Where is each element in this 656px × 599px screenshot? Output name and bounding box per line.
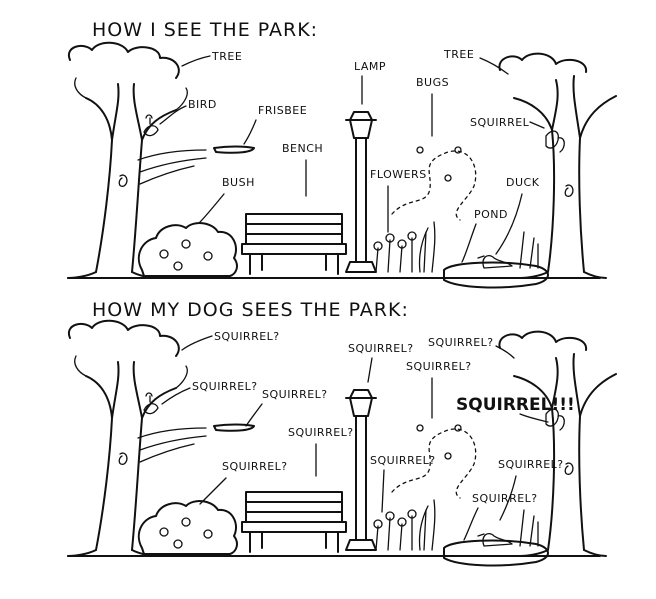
panel-how-dog-sees: HOW MY DOG SEES THE PARK: SQUIRREL? SQUI… bbox=[67, 299, 617, 567]
label-bench: SQUIRREL? bbox=[288, 426, 354, 439]
label-tree-right: SQUIRREL? bbox=[428, 336, 494, 349]
label-bush: BUSH bbox=[222, 176, 255, 189]
label-bush: SQUIRREL? bbox=[222, 460, 288, 473]
label-frisbee: SQUIRREL? bbox=[262, 388, 328, 401]
label-duck: SQUIRREL? bbox=[498, 458, 564, 471]
label-squirrel: SQUIRREL!!! bbox=[456, 395, 575, 415]
panel-title: HOW MY DOG SEES THE PARK: bbox=[92, 299, 409, 321]
label-lamp: LAMP bbox=[354, 60, 386, 73]
park-scene bbox=[67, 41, 617, 289]
label-bugs: BUGS bbox=[416, 76, 449, 89]
park-scene bbox=[67, 319, 617, 567]
label-tree-left: TREE bbox=[211, 50, 242, 63]
label-bird: SQUIRREL? bbox=[192, 380, 258, 393]
panel-title: HOW I SEE THE PARK: bbox=[92, 19, 318, 41]
label-pond: POND bbox=[474, 208, 508, 221]
label-pond: SQUIRREL? bbox=[472, 492, 538, 505]
label-frisbee: FRISBEE bbox=[258, 104, 307, 117]
label-duck: DUCK bbox=[506, 176, 540, 189]
label-tree-left: SQUIRREL? bbox=[214, 330, 280, 343]
label-lamp: SQUIRREL? bbox=[348, 342, 414, 355]
label-bird: BIRD bbox=[188, 98, 217, 111]
label-tree-right: TREE bbox=[443, 48, 474, 61]
label-flowers: FLOWERS bbox=[370, 168, 427, 181]
label-squirrel: SQUIRREL bbox=[470, 116, 530, 129]
label-flowers: SQUIRREL? bbox=[370, 454, 436, 467]
label-bench: BENCH bbox=[282, 142, 323, 155]
label-bugs: SQUIRREL? bbox=[406, 360, 472, 373]
panel-how-i-see: HOW I SEE THE PARK: TREE BIRD FRISBEE BE… bbox=[67, 19, 617, 289]
